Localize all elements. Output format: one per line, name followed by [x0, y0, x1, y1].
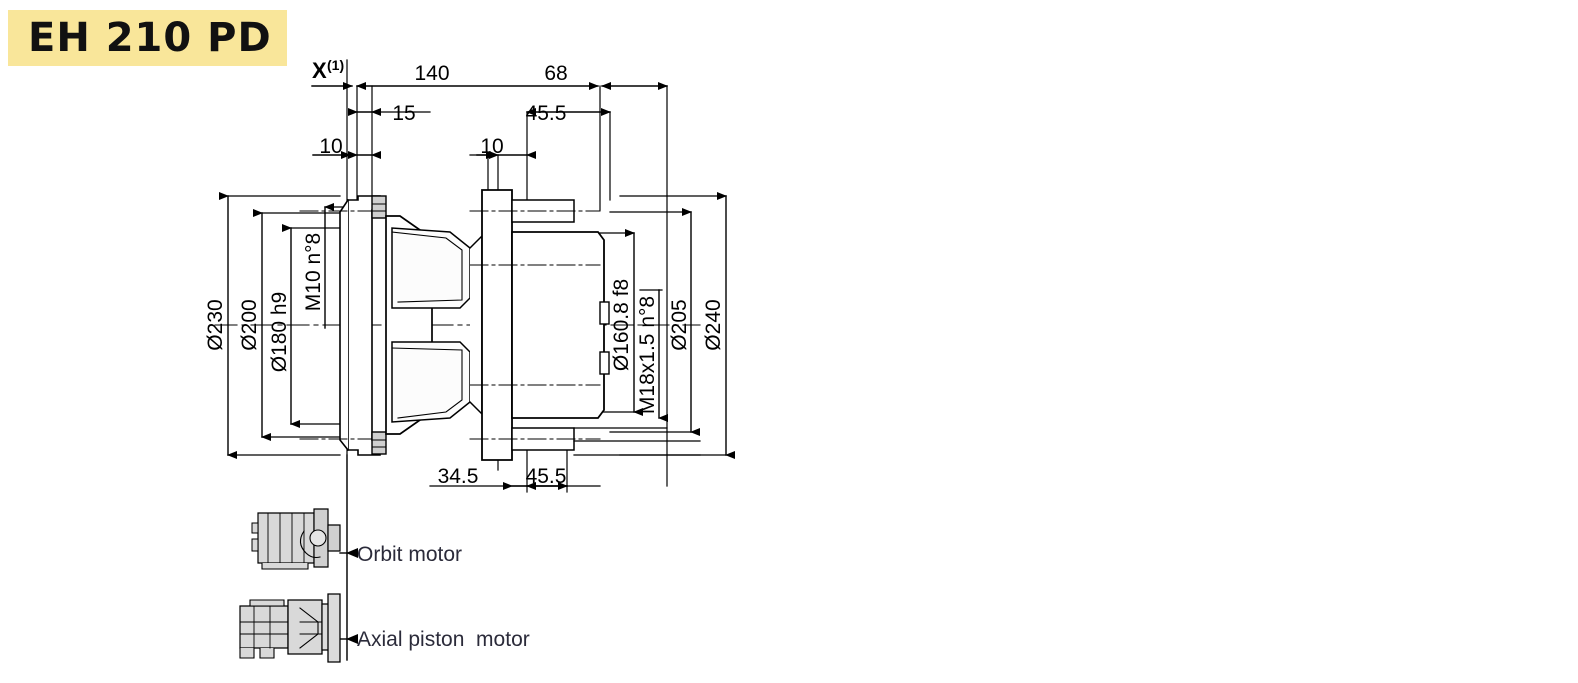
- dim-dia-205: Ø205: [668, 299, 691, 350]
- flange-bolt-pad-top: [371, 195, 387, 219]
- dim-dia-240: Ø240: [702, 299, 725, 350]
- view-marker: X: [312, 58, 327, 83]
- dim-thread-m18: M18x1.5 n°8: [636, 296, 659, 414]
- dim-140: 140: [414, 62, 449, 85]
- dim-45-5-top: 45.5: [526, 102, 567, 125]
- legend-label-orbit-motor: Orbit motor: [357, 543, 463, 566]
- legend-label-axial-piston-motor: Axial piston motor: [357, 628, 530, 651]
- dim-10-right: 10: [480, 135, 503, 158]
- rib-upper: [391, 227, 471, 309]
- dim-dia-200: Ø200: [238, 299, 261, 350]
- dim-thread-m10: M10 n°8: [302, 233, 325, 311]
- dim-34-5: 34.5: [438, 465, 479, 488]
- middle-flange: [481, 189, 513, 461]
- notch-upper: [599, 301, 610, 325]
- title-banner: EH 210 PD: [8, 10, 287, 66]
- dim-68: 68: [544, 62, 567, 85]
- notch-lower: [599, 351, 610, 375]
- view-marker-superscript: (1): [327, 57, 344, 73]
- orbit-motor-illustration: [251, 508, 341, 570]
- axial-piston-motor-illustration: [239, 593, 341, 663]
- dim-dia-230: Ø230: [204, 299, 227, 350]
- flange-bolt-pad-bottom: [371, 431, 387, 455]
- rib-lower: [391, 341, 471, 423]
- dim-dia-160-8-f8: Ø160.8 f8: [610, 279, 633, 371]
- dim-15: 15: [392, 102, 415, 125]
- page-title: EH 210 PD: [28, 15, 272, 61]
- pilot-spigot: [511, 231, 605, 419]
- dim-45-5-bottom: 45.5: [526, 465, 567, 488]
- dim-10-left: 10: [319, 135, 342, 158]
- dim-dia-180-h9: Ø180 h9: [268, 292, 291, 373]
